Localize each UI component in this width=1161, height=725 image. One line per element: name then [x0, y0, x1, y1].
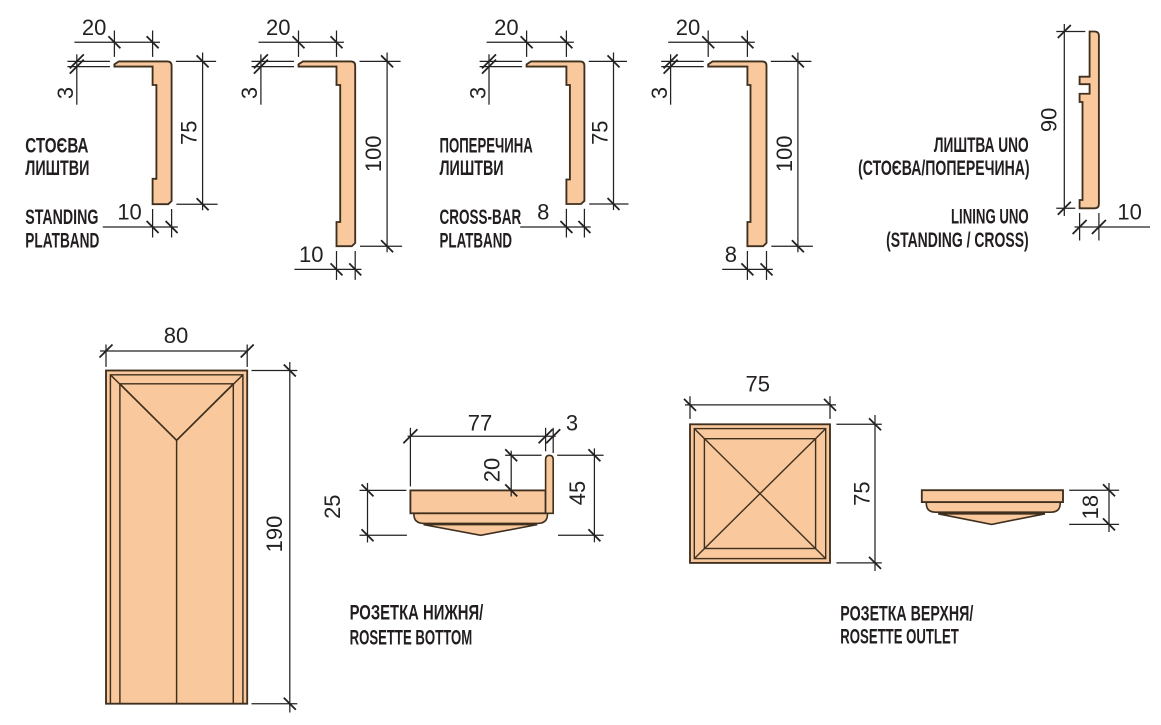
svg-text:LINING UNO: LINING UNO [951, 204, 1029, 228]
svg-text:ЛИШТВИ: ЛИШТВИ [440, 156, 504, 180]
svg-text:CROSS-BAR: CROSS-BAR [440, 205, 522, 229]
svg-text:ROSETTE OUTLET: ROSETTE OUTLET [840, 625, 959, 649]
svg-text:3: 3 [237, 87, 262, 99]
svg-text:100: 100 [361, 135, 386, 172]
svg-text:75: 75 [177, 121, 202, 145]
svg-text:80: 80 [164, 323, 188, 348]
svg-text:77: 77 [468, 411, 492, 436]
svg-text:3: 3 [53, 87, 78, 99]
svg-text:20: 20 [266, 15, 290, 40]
svg-text:20: 20 [676, 15, 700, 40]
svg-text:10: 10 [1117, 200, 1141, 225]
svg-text:СТОЄВА: СТОЄВА [25, 134, 88, 158]
svg-text:3: 3 [647, 87, 672, 99]
svg-text:45: 45 [565, 481, 590, 505]
svg-text:ПОПЕРЕЧИНА: ПОПЕРЕЧИНА [440, 134, 533, 158]
svg-text:STANDING: STANDING [25, 205, 98, 229]
svg-text:10: 10 [117, 199, 141, 224]
svg-text:190: 190 [262, 516, 287, 553]
svg-text:РОЗЕТКА НИЖНЯ/: РОЗЕТКА НИЖНЯ/ [350, 601, 484, 625]
svg-text:PLATBAND: PLATBAND [440, 228, 513, 252]
svg-text:75: 75 [849, 481, 874, 505]
svg-text:ROSETTE BOTTOM: ROSETTE BOTTOM [350, 625, 473, 649]
svg-text:10: 10 [299, 242, 323, 267]
svg-text:(STANDING / CROSS): (STANDING / CROSS) [886, 228, 1029, 252]
svg-text:90: 90 [1037, 108, 1062, 132]
svg-text:75: 75 [745, 371, 769, 396]
svg-text:PLATBAND: PLATBAND [25, 228, 99, 252]
svg-text:РОЗЕТКА ВЕРХНЯ/: РОЗЕТКА ВЕРХНЯ/ [840, 601, 973, 625]
svg-text:18: 18 [1078, 495, 1103, 519]
svg-text:8: 8 [725, 242, 737, 267]
svg-text:3: 3 [465, 87, 490, 99]
svg-text:ЛИШТВА UNO: ЛИШТВА UNO [934, 133, 1029, 157]
svg-text:20: 20 [494, 15, 518, 40]
svg-text:100: 100 [772, 135, 797, 172]
svg-text:ЛИШТВИ: ЛИШТВИ [25, 156, 89, 180]
svg-text:25: 25 [320, 494, 345, 518]
svg-text:75: 75 [588, 120, 613, 144]
svg-text:20: 20 [82, 15, 106, 40]
svg-text:8: 8 [537, 199, 549, 224]
svg-text:(СТОЄВА/ПОПЕРЕЧИНА): (СТОЄВА/ПОПЕРЕЧИНА) [858, 156, 1030, 180]
svg-text:3: 3 [566, 411, 578, 436]
svg-text:20: 20 [480, 458, 505, 482]
